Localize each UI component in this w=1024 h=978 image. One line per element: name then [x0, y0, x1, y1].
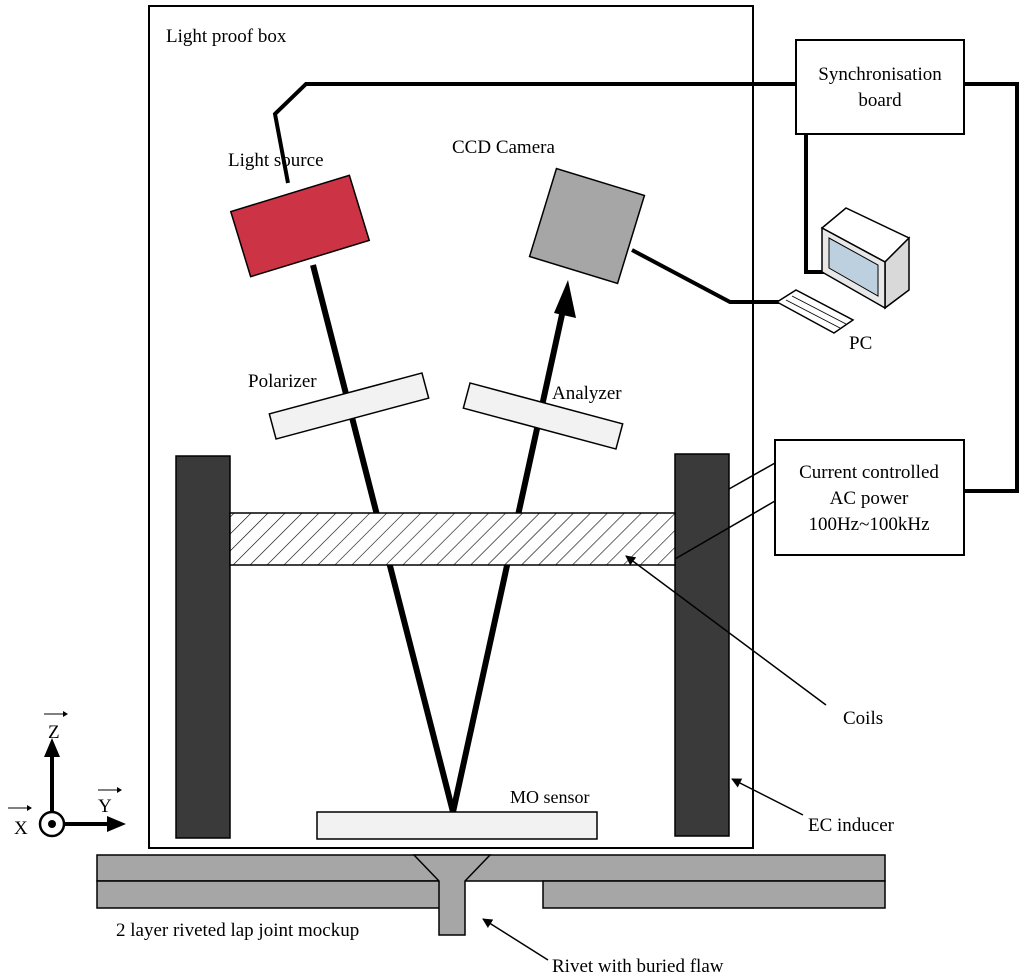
sync-to-light-source-cable: [272, 82, 796, 184]
synchronisation-board-label-line2: board: [858, 90, 902, 111]
mockup-top-plate: [96, 854, 886, 882]
sync-to-ac-power-cable: [964, 82, 1019, 493]
ccd-camera-label: CCD Camera: [452, 137, 555, 158]
light-proof-box-label: Light proof box: [166, 26, 287, 47]
mockup-bottom-plate-right: [542, 880, 886, 909]
ac-power-lead-lower: [674, 500, 776, 560]
reflected-beam-arrowhead: [554, 280, 576, 318]
rivet-pointer: [482, 918, 549, 961]
light-proof-box: [148, 5, 754, 849]
synchronisation-board: [795, 39, 965, 135]
ec-inducer-label: EC inducer: [808, 815, 895, 836]
ac-power-lead-upper: [728, 462, 776, 490]
ccd-camera: [528, 167, 646, 285]
light-source: [229, 174, 371, 278]
polarizer-label: Polarizer: [248, 371, 317, 392]
rivet: [412, 854, 492, 936]
pc-label: PC: [849, 333, 872, 354]
light-source-label: Light source: [228, 150, 324, 171]
ec-inducer-pointer: [731, 778, 804, 816]
analyzer: [462, 382, 624, 450]
ac-power-label-line2: AC power: [830, 488, 909, 509]
coils: [229, 512, 676, 566]
axis-x-label: X: [14, 818, 28, 839]
ac-power-label-line3: 100Hz~100kHz: [808, 514, 929, 535]
coils-pointer: [625, 555, 827, 706]
ec-inducer-right: [674, 453, 730, 837]
polarizer: [268, 372, 430, 440]
camera-to-pc-cable: [631, 248, 786, 304]
pc-icon: [775, 207, 911, 334]
mo-sensor: [316, 811, 598, 840]
rivet-label: Rivet with buried flaw: [552, 956, 724, 977]
synchronisation-board-label-line1: Synchronisation: [818, 64, 942, 85]
axis-z-label: Z: [48, 722, 60, 743]
axis-y-label: Y: [98, 796, 112, 817]
coordinate-axes: [8, 711, 126, 838]
coils-label: Coils: [843, 708, 883, 729]
mo-sensor-label: MO sensor: [510, 787, 590, 807]
ec-inducer-left: [175, 455, 231, 839]
mockup-bottom-plate-left: [96, 880, 442, 909]
mockup-label: 2 layer riveted lap joint mockup: [116, 920, 359, 941]
sync-to-pc-cable: [804, 134, 828, 274]
ac-power-label-line1: Current controlled: [799, 462, 939, 483]
ac-power-supply: [774, 439, 965, 556]
analyzer-label: Analyzer: [552, 383, 622, 404]
